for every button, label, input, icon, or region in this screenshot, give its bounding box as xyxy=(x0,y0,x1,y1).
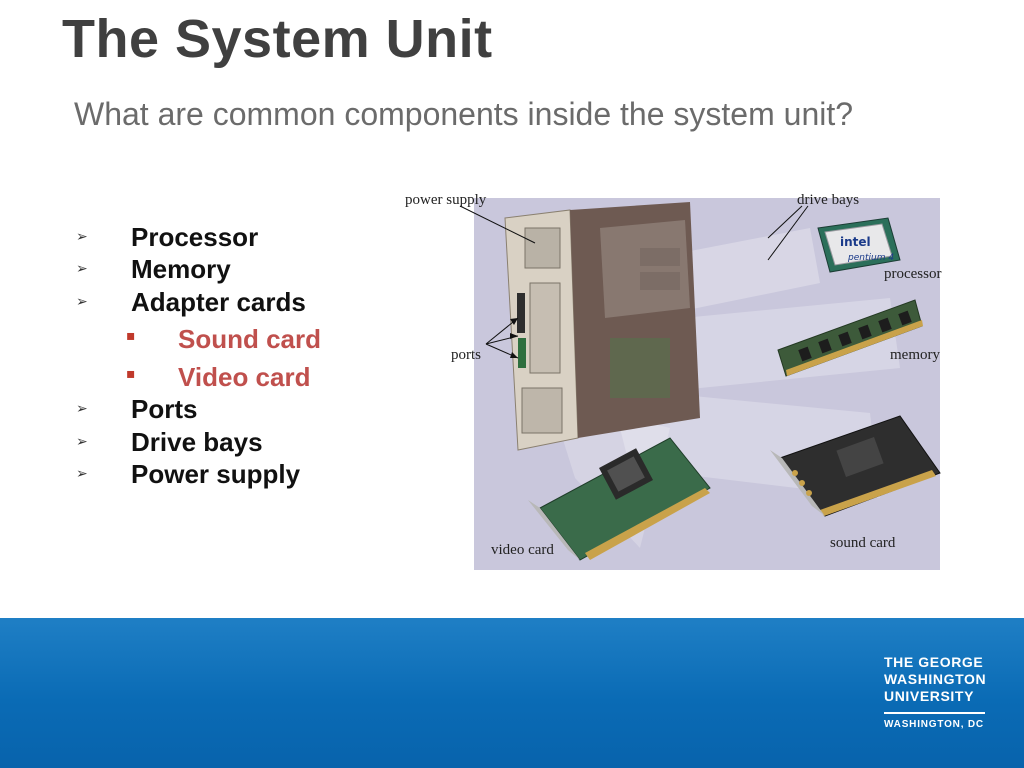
chip-model-text: pentium 4 xyxy=(847,253,894,263)
sub-bullet-label: Video card xyxy=(178,362,311,392)
square-bullet-icon: ▪ xyxy=(126,366,136,382)
arrow-bullet-icon: ➢ xyxy=(76,229,88,245)
university-logo: THE GEORGE WASHINGTON UNIVERSITY WASHING… xyxy=(884,654,994,730)
logo-city: WASHINGTON, DC xyxy=(884,719,984,730)
processor-chip-icon: intel pentium 4 xyxy=(817,217,901,273)
arrow-bullet-icon: ➢ xyxy=(76,466,88,482)
arrow-bullet-icon: ➢ xyxy=(76,401,88,417)
bullet-drive-bays: ➢ Drive bays xyxy=(0,425,380,459)
bullet-label: Ports xyxy=(131,394,198,424)
video-card-icon xyxy=(528,437,711,561)
slide-title: The System Unit xyxy=(62,9,493,69)
logo-line-3: UNIVERSITY xyxy=(884,688,975,704)
logo-line-1: THE GEORGE xyxy=(884,654,984,670)
label-video-card: video card xyxy=(491,542,554,558)
sub-bullet-label: Sound card xyxy=(178,324,322,354)
label-power-supply: power supply xyxy=(405,192,487,208)
bullet-processor: ➢ Processor xyxy=(0,220,380,254)
memory-module-icon xyxy=(777,299,923,377)
label-sound-card: sound card xyxy=(830,535,896,551)
bullet-label: Drive bays xyxy=(131,427,263,457)
arrow-bullet-icon: ➢ xyxy=(76,261,88,277)
square-bullet-icon: ▪ xyxy=(126,328,136,344)
system-unit-figure: intel pentium 4 xyxy=(400,188,960,578)
bullet-ports: ➢ Ports xyxy=(0,392,380,426)
bullet-label: Adapter cards xyxy=(131,287,306,317)
computer-tower-icon xyxy=(504,202,700,451)
bullet-adapter-cards: ➢ Adapter cards xyxy=(0,285,380,319)
bullet-label: Power supply xyxy=(131,459,301,489)
bullet-power-supply: ➢ Power supply xyxy=(0,457,380,491)
label-drive-bays: drive bays xyxy=(797,192,860,208)
footer-band xyxy=(0,618,1024,768)
arrow-bullet-icon: ➢ xyxy=(76,294,88,310)
slide-subtitle: What are common components inside the sy… xyxy=(74,96,854,132)
logo-line-2: WASHINGTON xyxy=(884,671,987,687)
bullet-label: Memory xyxy=(131,254,231,284)
label-memory: memory xyxy=(890,347,940,363)
bullet-memory: ➢ Memory xyxy=(0,252,380,286)
arrow-bullet-icon: ➢ xyxy=(76,434,88,450)
chip-brand-text: intel xyxy=(840,235,871,249)
bullet-label: Processor xyxy=(131,222,259,252)
bullet-list: ➢ Processor ➢ Memory ➢ Adapter cards ▪ S… xyxy=(0,216,380,496)
sub-bullet-sound-card: ▪ Sound card xyxy=(0,322,380,356)
callout-arrowheads xyxy=(510,318,518,358)
logo-divider xyxy=(884,712,985,714)
label-processor: processor xyxy=(884,266,942,282)
label-ports: ports xyxy=(451,347,481,363)
sub-bullet-video-card: ▪ Video card xyxy=(0,360,380,394)
system-unit-illustration: intel pentium 4 xyxy=(459,198,941,570)
sound-card-icon xyxy=(770,415,941,517)
